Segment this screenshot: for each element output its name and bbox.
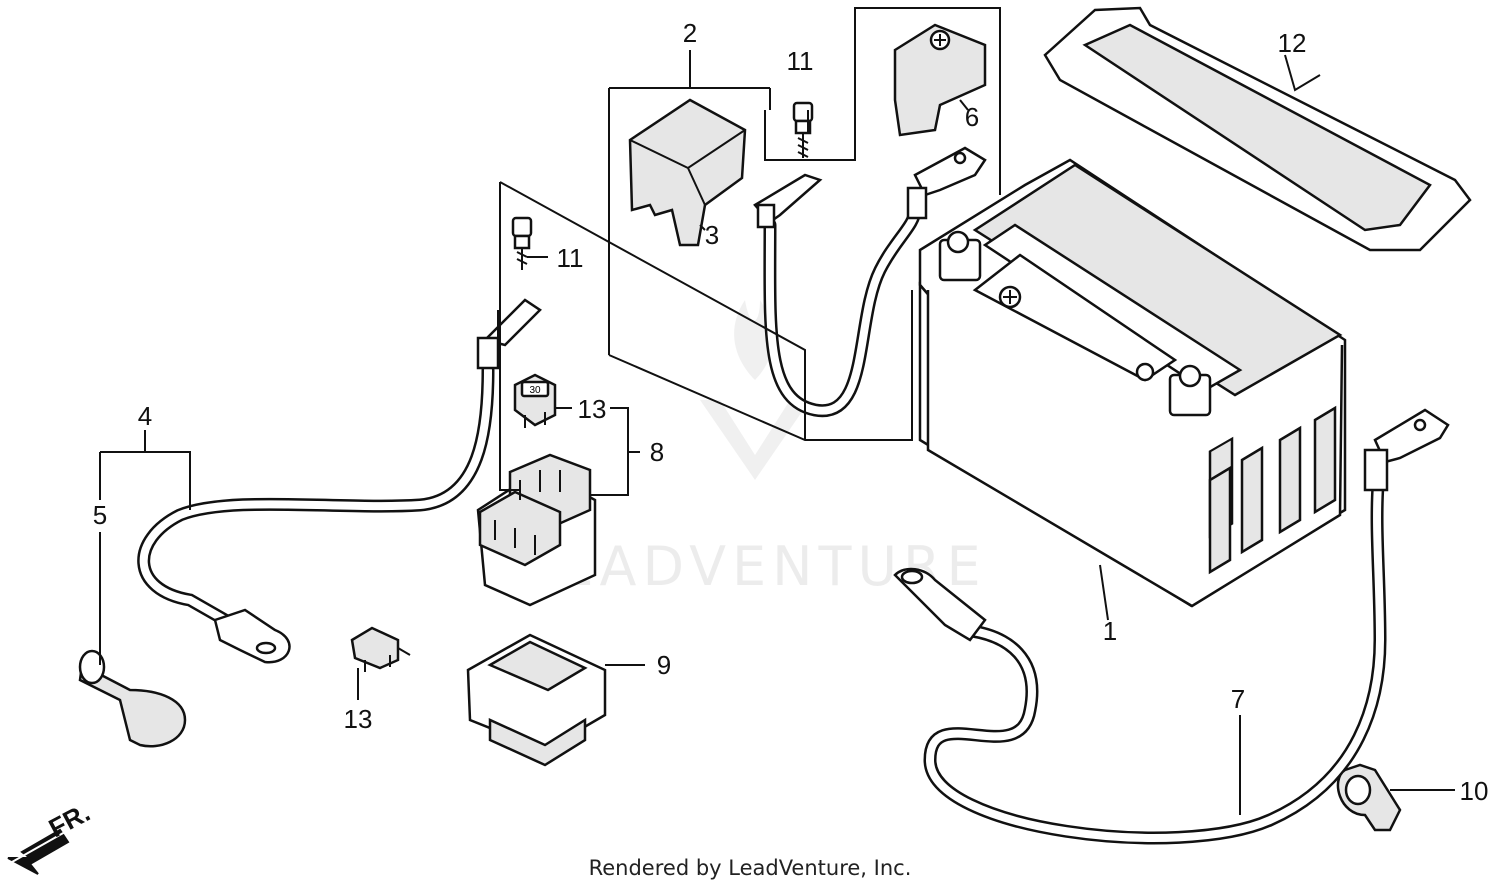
callout-5: 5 [93, 500, 107, 530]
starter-relay-8 [476, 453, 597, 607]
cable-clamp-10 [1336, 763, 1402, 832]
callout-4: 4 [138, 401, 152, 431]
callout-7: 7 [1231, 684, 1245, 714]
footer-credit: Rendered by LeadVenture, Inc. [588, 856, 912, 880]
front-arrow-icon [11, 831, 66, 863]
positive-lead-cable [753, 146, 987, 418]
callout-13-lower: 13 [344, 704, 373, 734]
watermark-text: LEADVENTURE [523, 535, 986, 598]
starter-cable-4 [137, 298, 542, 664]
callout-11-lower: 11 [557, 243, 584, 273]
callout-3: 3 [705, 220, 719, 250]
negative-cable-7 [893, 408, 1450, 845]
callout-13-upper: 13 [578, 394, 607, 424]
callout-8: 8 [650, 437, 664, 467]
callouts: 1 2 3 4 5 6 7 8 9 10 11 11 12 13 13 [93, 18, 1489, 806]
callout-1: 1 [1103, 616, 1117, 646]
fuse-13-lower [350, 626, 411, 672]
callout-6: 6 [965, 102, 979, 132]
callout-2: 2 [683, 18, 697, 48]
bolt-11-upper [792, 101, 814, 158]
terminal-cover-6 [893, 23, 987, 137]
callout-11-upper: 11 [787, 46, 814, 76]
callout-9: 9 [657, 650, 671, 680]
callout-10: 10 [1460, 776, 1489, 806]
bolt-11-lower [511, 216, 533, 270]
battery [918, 158, 1347, 608]
terminal-cover-3 [628, 98, 747, 247]
battery-band [1043, 6, 1472, 252]
callout-12: 12 [1278, 28, 1307, 58]
terminal-boot-5 [78, 649, 187, 748]
relay-cover-9 [466, 633, 607, 767]
watermark: LEADVENTURE [523, 300, 986, 598]
fuse-rating: 30 [529, 385, 541, 396]
leader-lines [99, 7, 1455, 815]
fuse-13-upper: 30 [513, 373, 557, 428]
